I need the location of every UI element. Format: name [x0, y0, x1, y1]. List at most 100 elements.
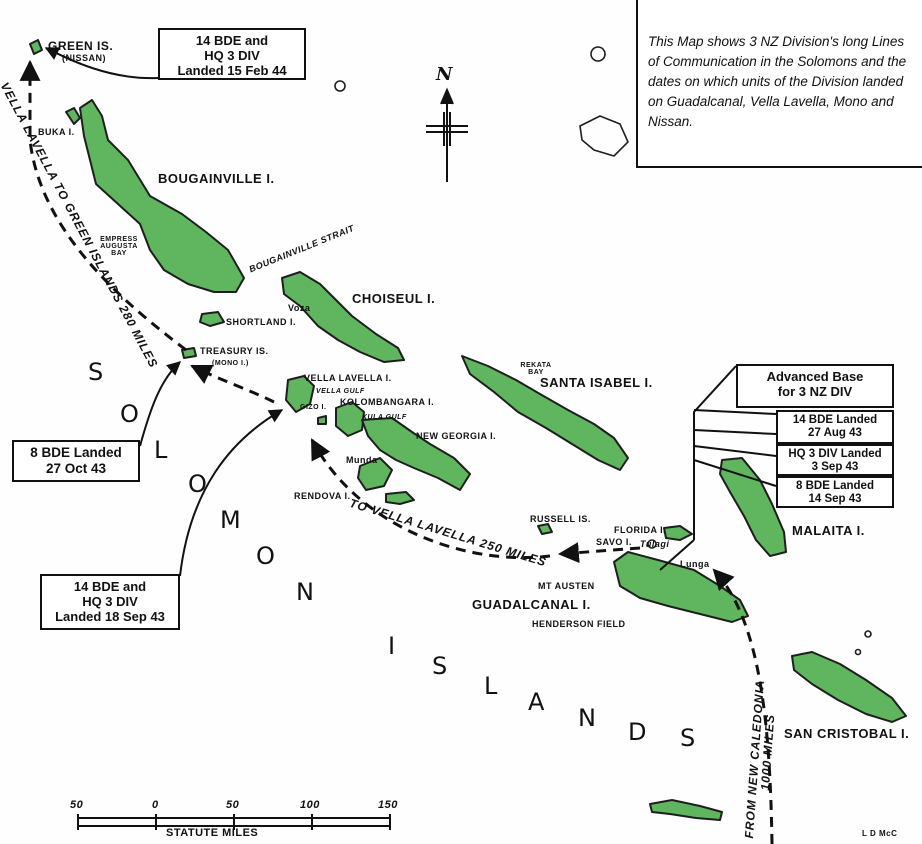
small-island-south: [649, 799, 723, 821]
atoll-ne: [579, 115, 629, 157]
landing-line: Landed 15 Feb 44: [177, 63, 287, 78]
sea-letter: O: [120, 400, 141, 428]
arrow-green-box: [44, 47, 159, 80]
islet-ne-2: [334, 80, 346, 92]
label-munda: Munda: [346, 455, 378, 465]
sea-letter: O: [188, 470, 209, 498]
sea-letter: L: [484, 672, 500, 700]
landing-line: 8 BDE Landed: [796, 480, 874, 492]
sea-letter: M: [220, 506, 243, 534]
label-rendova: RENDOVA I.: [294, 491, 351, 501]
label-mono: (MONO I.): [212, 360, 249, 367]
label-new-georgia: NEW GEORGIA I.: [416, 431, 497, 441]
sea-letter: L: [154, 436, 170, 464]
landing-box-guad-8bde: 8 BDE Landed 14 Sep 43: [776, 476, 894, 508]
landing-line: 14 BDE and: [73, 579, 147, 594]
credit: L D McC: [862, 829, 898, 838]
sea-letter: D: [628, 718, 649, 746]
shortland-island: [199, 311, 225, 327]
label-kula-gulf: KULA GULF: [362, 414, 407, 421]
landing-line: HQ 3 DIV Landed: [788, 448, 882, 460]
label-vella-gulf: VELLA GULF: [316, 388, 365, 395]
islet-ne: [590, 46, 606, 62]
buka-island: [65, 107, 81, 125]
sea-letter: N: [578, 704, 598, 732]
landing-box-green: 14 BDE and HQ 3 DIV Landed 15 Feb 44: [158, 28, 306, 80]
label-treasury: TREASURY IS.: [200, 346, 269, 356]
landing-line: 27 Aug 43: [808, 427, 862, 439]
label-san-cristobal: SAN CRISTOBAL I.: [784, 726, 910, 741]
label-kolombangara: KOLOMBANGARA I.: [340, 397, 435, 407]
sea-letter: A: [528, 688, 547, 716]
scale-tick: 0: [152, 799, 159, 811]
label-gizo: GIZO I.: [300, 404, 327, 411]
label-empress-augusta-bay: EMPRESS AUGUSTA BAY: [100, 236, 138, 257]
sea-letter: S: [88, 358, 106, 386]
landing-box-advanced-base: Advanced Base for 3 NZ DIV: [736, 364, 894, 408]
landing-line: HQ 3 DIV: [204, 48, 260, 63]
scale-label: STATUTE MILES: [166, 827, 259, 839]
gizo-island: [317, 415, 327, 425]
label-mt-austen: MT AUSTEN: [538, 581, 595, 591]
label-green-is: GREEN IS.: [48, 39, 114, 53]
kolombangara-island: [335, 401, 365, 437]
label-vella-lavella: VELLA LAVELLA I.: [304, 373, 392, 383]
new-georgia-south: [357, 457, 393, 491]
landing-line: 14 BDE and: [195, 33, 269, 48]
north-arrow-icon: [426, 87, 468, 182]
malaita-island: [719, 457, 787, 557]
info-note: This Map shows 3 NZ Division's long Line…: [636, 0, 922, 168]
label-guadalcanal: GUADALCANAL I.: [472, 597, 591, 612]
label-tulagi: Tulagi: [640, 539, 670, 549]
landing-line: Landed 18 Sep 43: [55, 609, 165, 624]
san-cristobal-island: [791, 651, 907, 723]
label-voza: Voza: [288, 303, 311, 313]
route-guad-vella: [310, 438, 551, 560]
landing-line: 14 BDE Landed: [792, 414, 878, 426]
sea-letter: N: [296, 578, 316, 606]
label-choiseul: CHOISEUL I.: [352, 291, 436, 306]
label-savo: SAVO I.: [596, 537, 632, 547]
landing-line: 27 Oct 43: [45, 461, 107, 476]
arrow-treasury-box: [139, 361, 182, 447]
new-georgia-island: [361, 417, 471, 491]
route-mono-vella: [190, 364, 275, 404]
green-island: [29, 39, 43, 55]
landing-line: for 3 NZ DIV: [777, 384, 853, 399]
scale-bar: [77, 814, 391, 830]
landing-box-guad-14bde: 14 BDE Landed 27 Aug 43: [776, 410, 894, 444]
vella-lavella-island: [285, 375, 315, 413]
sea-letter: S: [432, 652, 450, 680]
route-lunga-west: [557, 542, 641, 564]
landing-line: 8 BDE Landed: [30, 445, 122, 460]
route-to-green: [19, 59, 187, 352]
landing-box-vella: 14 BDE and HQ 3 DIV Landed 18 Sep 43: [40, 574, 180, 630]
russell-island: [537, 523, 553, 535]
scale-tick: 50: [226, 799, 240, 811]
bougainville-island: [79, 99, 245, 293]
label-malaita: MALAITA I.: [792, 523, 865, 538]
islet-e2: [854, 648, 862, 656]
label-florida: FLORIDA I.: [614, 525, 667, 535]
label-bougainville: BOUGAINVILLE I.: [158, 171, 275, 186]
label-russell: RUSSELL IS.: [530, 514, 591, 524]
label-rekata-bay: REKATA BAY: [520, 362, 552, 376]
landing-line: HQ 3 DIV: [82, 594, 138, 609]
santa-isabel-island: [461, 355, 629, 471]
landing-box-guad-hq: HQ 3 DIV Landed 3 Sep 43: [776, 444, 894, 476]
scale-tick: 100: [300, 799, 320, 811]
guadalcanal-island: [613, 551, 749, 623]
scale-tick: 50: [70, 799, 84, 811]
florida-island: [663, 525, 693, 541]
choiseul-island: [281, 271, 405, 363]
north-label: N: [436, 64, 453, 85]
islet-e: [864, 630, 872, 638]
scale-tick: 150: [378, 799, 398, 811]
label-lunga: Lunga: [680, 559, 710, 569]
sea-letter: I: [388, 632, 398, 660]
label-santa-isabel: SANTA ISABEL I.: [540, 375, 653, 390]
landing-box-treasury: 8 BDE Landed 27 Oct 43: [12, 440, 140, 482]
landing-line: Advanced Base: [766, 369, 864, 384]
